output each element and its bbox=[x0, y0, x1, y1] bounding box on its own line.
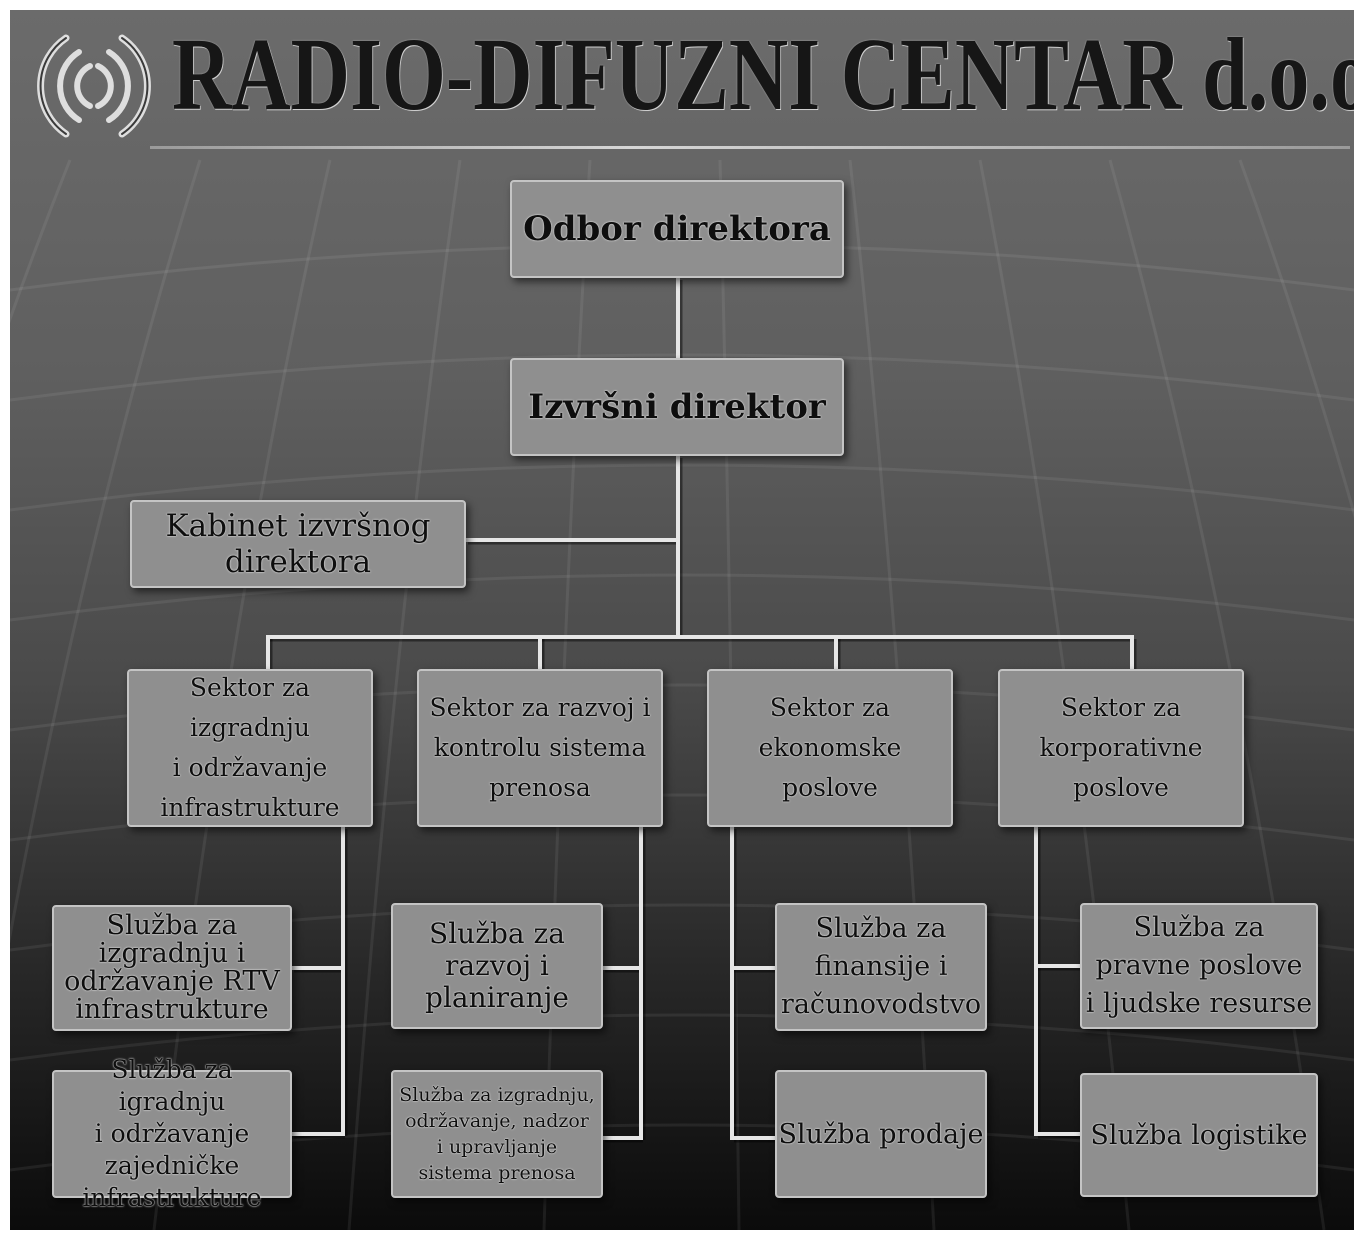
header-divider bbox=[150, 146, 1350, 149]
node-service-sales: Služba prodaje bbox=[775, 1070, 987, 1198]
grid-line bbox=[10, 159, 202, 944]
node-sector-transmission: Sektor za razvoj i kontrolu sistema pren… bbox=[417, 669, 663, 827]
node-service-rtv-infrastructure: Služba za izgradnju i održavanje RTV inf… bbox=[52, 905, 292, 1031]
grid-line bbox=[10, 353, 1354, 402]
node-service-transmission-management: Služba za izgradnju, održavanje, nadzor … bbox=[391, 1070, 603, 1198]
node-service-legal-hr: Služba za pravne poslove i ljudske resur… bbox=[1080, 903, 1318, 1029]
node-executive: Izvršni direktor bbox=[510, 358, 844, 456]
grid-line bbox=[10, 573, 1354, 622]
node-board: Odbor direktora bbox=[510, 180, 844, 278]
grid-line bbox=[10, 159, 72, 324]
connector-lines bbox=[266, 276, 1137, 1143]
grid-line bbox=[1108, 159, 1326, 1230]
company-name: RADIO-DIFUZNI CENTAR d.o.o. bbox=[172, 17, 1354, 132]
radio-waves-icon bbox=[37, 34, 151, 138]
node-service-shared-infrastructure: Služba za igradnju i održavanje zajednič… bbox=[52, 1055, 292, 1212]
node-sector-corporate: Sektor za korporativne poslove bbox=[998, 669, 1244, 827]
node-service-development-planning: Služba za razvoj i planiranje bbox=[391, 903, 603, 1029]
grid-line bbox=[718, 159, 741, 1230]
grid-line bbox=[978, 159, 1131, 1230]
node-service-finance-accounting: Služba za finansije i računovodstvo bbox=[775, 903, 987, 1031]
node-sector-infrastructure: Sektor za izgradnju i održavanje infrast… bbox=[127, 669, 373, 827]
grid-line bbox=[152, 159, 332, 1230]
grid-line bbox=[848, 159, 936, 1230]
header: RADIO-DIFUZNI CENTAR d.o.o. bbox=[10, 10, 1354, 160]
grid-line bbox=[10, 1013, 1354, 1062]
node-sector-economic: Sektor za ekonomske poslove bbox=[707, 669, 953, 827]
grid-line bbox=[347, 159, 462, 1230]
grid-line bbox=[542, 159, 592, 1230]
grid-line bbox=[10, 463, 1354, 512]
node-cabinet: Kabinet izvršnog direktora bbox=[130, 500, 466, 588]
grid-line bbox=[1238, 159, 1354, 519]
node-service-logistics: Služba logistike bbox=[1080, 1073, 1318, 1197]
org-chart-canvas: RADIO-DIFUZNI CENTAR d.o.o. Odbor direkt… bbox=[10, 10, 1354, 1230]
